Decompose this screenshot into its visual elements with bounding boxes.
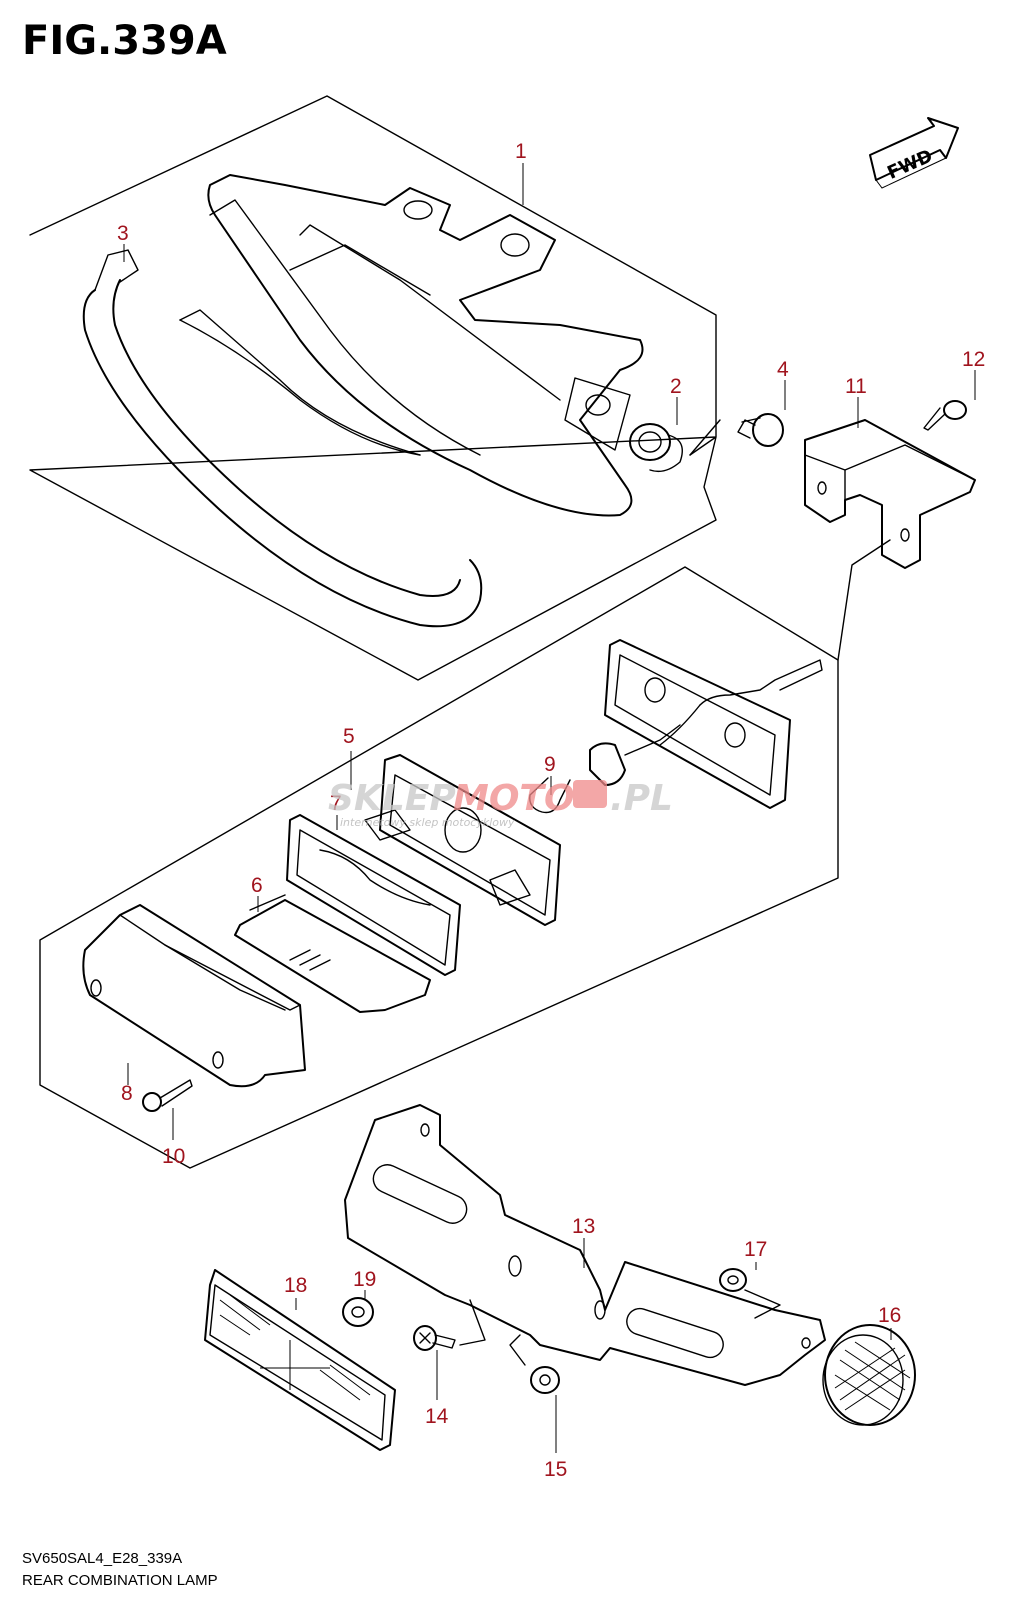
fwd-arrow-icon: FWD: [869, 117, 959, 189]
callout-1: 1: [515, 140, 527, 163]
watermark-brand-1: SKLEP: [328, 778, 456, 819]
callout-18: 18: [284, 1274, 307, 1297]
callout-13: 13: [572, 1215, 595, 1238]
leader-lines: [123, 163, 976, 1453]
reflector-plate-part: [234, 894, 431, 1013]
lamp-housing-part: [179, 174, 644, 517]
grommet-part: [629, 419, 721, 473]
footer-name: REAR COMBINATION LAMP: [22, 1572, 218, 1589]
callout-12: 12: [962, 348, 985, 371]
lens-screw-part: [142, 1079, 193, 1112]
nut-part-17: [719, 1268, 781, 1319]
round-reflector-part: [822, 1324, 916, 1426]
callout-4: 4: [777, 358, 789, 381]
callout-15: 15: [544, 1458, 567, 1481]
watermark-tagline: internetowy sklep motocyklowy: [340, 816, 515, 829]
callout-7: 7: [330, 792, 342, 815]
assembly-box-upper: [29, 95, 717, 681]
lens-part: [82, 904, 306, 1088]
callout-17: 17: [744, 1238, 767, 1261]
callout-14: 14: [425, 1405, 449, 1428]
callout-9: 9: [544, 753, 556, 776]
callout-16: 16: [878, 1304, 901, 1327]
assembly-box-lower: [39, 539, 891, 1169]
fwd-label: FWD: [884, 145, 936, 183]
watermark: SKLEP MOTO .PL internetowy sklep motocyk…: [328, 778, 673, 829]
watermark-brand-2: MOTO: [453, 778, 575, 819]
lamp-base-part: [604, 639, 823, 809]
watermark-logo-icon: [573, 780, 607, 808]
callout-5: 5: [343, 725, 355, 748]
screw-part: [923, 400, 967, 431]
callout-2: 2: [670, 375, 682, 398]
callout-10: 10: [162, 1145, 185, 1168]
bolt-part: [737, 413, 784, 447]
watermark-suffix: .PL: [610, 778, 673, 819]
callout-8: 8: [121, 1082, 133, 1105]
nut-part-15: [509, 1334, 560, 1394]
bulb-part: [529, 724, 681, 814]
callout-19: 19: [353, 1268, 376, 1291]
callout-labels: 1 2 3 4 5 6 7 8 9 10 11 12 13 14 15 16 1…: [117, 140, 985, 1481]
bolt-part-14: [413, 1299, 486, 1351]
rect-reflector-part: [204, 1269, 396, 1451]
footer-code: SV650SAL4_E28_339A: [22, 1550, 183, 1567]
callout-11: 11: [845, 375, 867, 398]
reflector-bracket-part: [344, 1104, 826, 1386]
callout-3: 3: [117, 222, 129, 245]
figure-title: FIG.339A: [22, 18, 227, 64]
nut-part-19: [342, 1297, 374, 1327]
gasket-part: [286, 814, 461, 976]
socket-plate-part: [364, 754, 561, 926]
callout-6: 6: [251, 874, 263, 897]
lamp-seal-part: [82, 249, 483, 628]
bracket-part: [804, 419, 976, 569]
